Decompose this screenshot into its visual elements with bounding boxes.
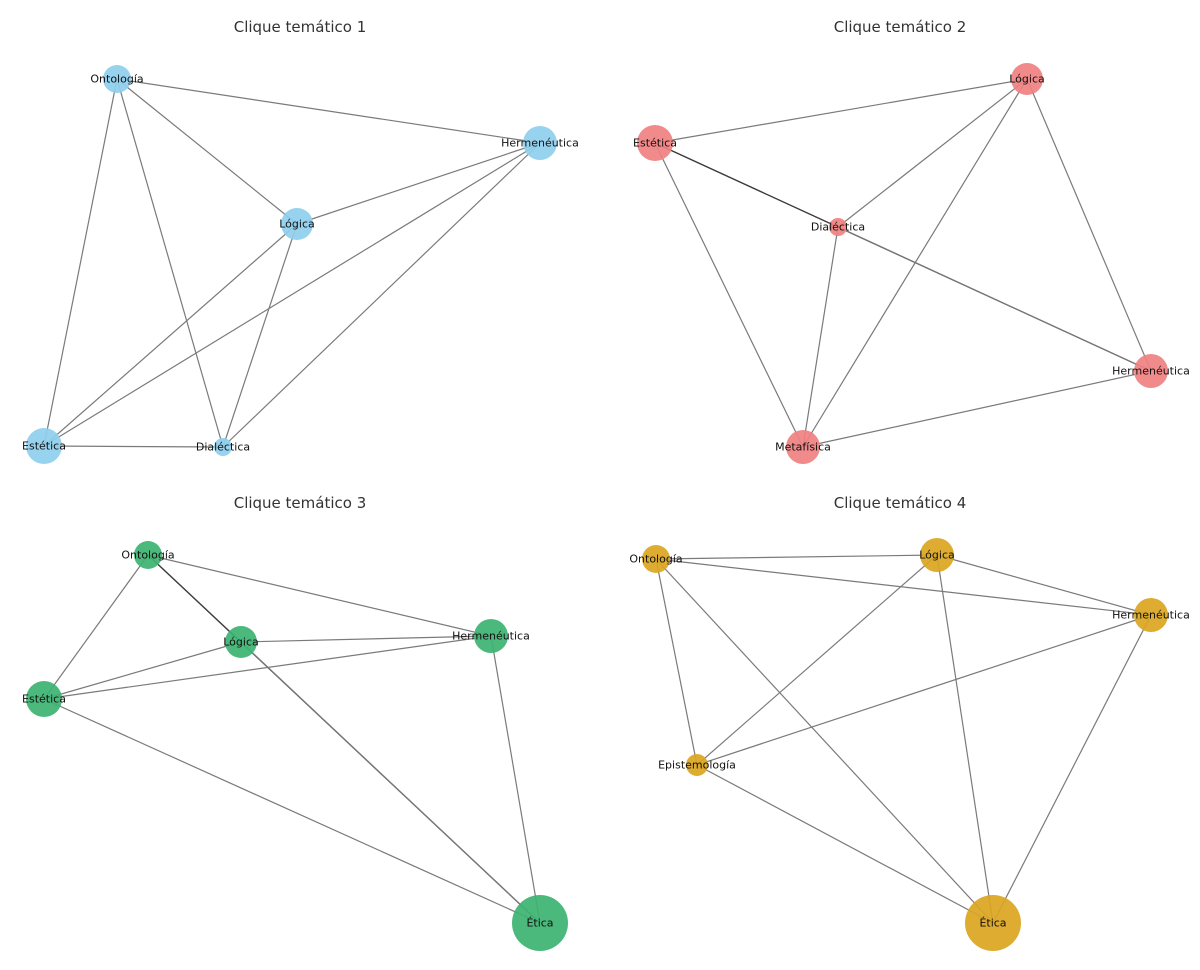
- edge: [837, 78, 1028, 228]
- edge: [696, 554, 938, 766]
- edge: [655, 558, 994, 924]
- edge: [490, 635, 541, 924]
- edge: [240, 635, 492, 643]
- edge: [696, 614, 1152, 766]
- node-label: Hermenéutica: [501, 137, 579, 150]
- node: [920, 538, 954, 572]
- node: [1134, 354, 1168, 388]
- node-label: Estética: [22, 440, 66, 453]
- node-label: Hermenéutica: [1112, 609, 1190, 622]
- clique-graph-4: Ontología LógicaHermenéuticaEpistemología…: [629, 538, 1190, 951]
- edge: [654, 142, 804, 448]
- node-label: Estética: [22, 693, 66, 706]
- node: [103, 65, 131, 93]
- node: [26, 428, 62, 464]
- node: [512, 895, 568, 951]
- node-label: Metafísica: [775, 441, 831, 454]
- clique-graph-2: LógicaEstéticaDialécticaHermenéuticaMeta…: [633, 63, 1190, 464]
- edge: [43, 554, 149, 700]
- edge: [696, 764, 994, 924]
- edge: [43, 445, 224, 448]
- edge: [43, 223, 298, 447]
- node: [281, 208, 313, 240]
- edge: [43, 142, 541, 447]
- panel-title-2: Clique temático 2: [833, 18, 967, 36]
- node-label: Hermenéutica: [1112, 365, 1190, 378]
- node-label: Lógica: [919, 549, 955, 562]
- node-label: Ontología: [121, 549, 174, 562]
- edge: [802, 226, 839, 448]
- node-label: Dialéctica: [811, 221, 865, 234]
- edge: [116, 78, 224, 448]
- edge: [802, 370, 1152, 448]
- edge: [1026, 78, 1152, 372]
- node-label: Ética: [526, 917, 553, 930]
- edge: [116, 78, 541, 144]
- node-label: Estética: [633, 137, 677, 150]
- node: [829, 218, 847, 236]
- node: [965, 895, 1021, 951]
- node-label: Epistemología: [658, 759, 736, 772]
- node-label: Hermenéutica: [452, 630, 530, 643]
- node: [225, 626, 257, 658]
- node: [523, 126, 557, 160]
- edge: [43, 78, 118, 447]
- edge: [43, 698, 541, 924]
- node-label: Lógica: [223, 636, 259, 649]
- node-label: Ética: [979, 917, 1006, 930]
- edge: [655, 558, 1152, 616]
- node-label: Dialéctica: [196, 441, 250, 454]
- node: [637, 125, 673, 161]
- panel-title-1: Clique temático 1: [233, 18, 367, 36]
- node: [1134, 598, 1168, 632]
- edge: [43, 641, 242, 700]
- edge: [837, 226, 1152, 372]
- node: [474, 619, 508, 653]
- node-label: Lógica: [1009, 73, 1045, 86]
- panel-title-4: Clique temático 4: [833, 494, 967, 512]
- edge: [222, 142, 541, 448]
- node: [686, 754, 708, 776]
- edge: [936, 554, 994, 924]
- node: [134, 541, 162, 569]
- panel-title-3: Clique temático 3: [233, 494, 367, 512]
- node: [26, 681, 62, 717]
- edge: [654, 78, 1028, 144]
- edge: [655, 558, 698, 766]
- node-label: Lógica: [279, 218, 315, 231]
- node-label: Ontología: [90, 73, 143, 86]
- node: [786, 430, 820, 464]
- edge: [116, 78, 298, 225]
- node: [214, 438, 232, 456]
- edge: [655, 554, 938, 560]
- edge: [147, 554, 492, 637]
- edge: [936, 554, 1152, 616]
- node: [642, 545, 670, 573]
- edge: [222, 223, 298, 448]
- edge: [240, 641, 541, 924]
- edge: [992, 614, 1152, 924]
- node-label: Ontología: [629, 553, 682, 566]
- edge: [43, 635, 492, 700]
- edge: [296, 142, 541, 225]
- node: [1011, 63, 1043, 95]
